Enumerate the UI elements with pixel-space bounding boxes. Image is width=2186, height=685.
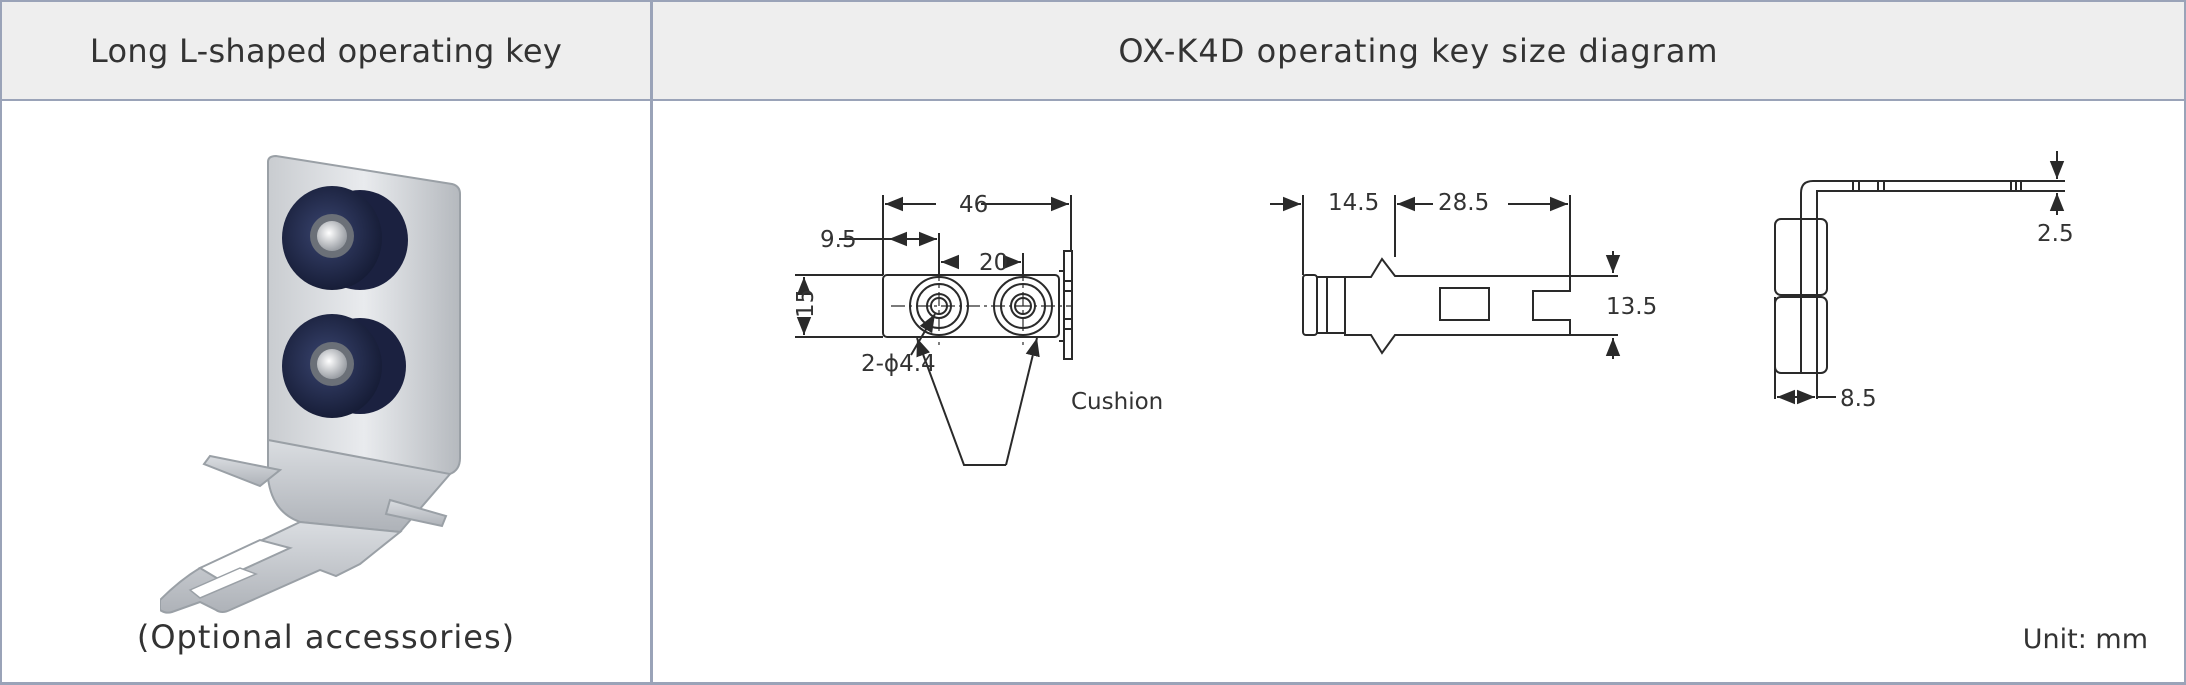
header-diagram-title: OX-K4D operating key size diagram — [653, 2, 2184, 99]
dim-top-28-5: 28.5 — [1438, 190, 1489, 216]
dim-holes: 2-ϕ4.4 — [861, 351, 936, 377]
dim-top-13-5: 13.5 — [1606, 294, 1657, 320]
dim-side-2-5: 2.5 — [2037, 221, 2074, 247]
table-border-bottom — [0, 682, 2186, 685]
top-view — [1270, 195, 1621, 359]
front-view — [795, 195, 1073, 466]
product-caption: (Optional accessories) — [136, 618, 516, 656]
dim-pitch-20: 20 — [979, 250, 1008, 276]
side-view — [1774, 151, 2065, 405]
dim-height-15: 15 — [793, 289, 819, 318]
table-border-top — [0, 0, 2186, 2]
unit-label: Unit: mm — [2022, 624, 2148, 655]
header-divider — [0, 99, 2186, 101]
column-divider — [650, 0, 653, 685]
dim-offset-9-5: 9.5 — [820, 227, 857, 253]
header-product-title: Long L-shaped operating key — [2, 2, 650, 99]
product-image — [160, 154, 461, 614]
dim-width-46: 46 — [959, 192, 988, 218]
cushion-label: Cushion — [1071, 389, 1163, 415]
dim-side-8-5: 8.5 — [1840, 386, 1877, 412]
dim-top-14-5: 14.5 — [1328, 190, 1379, 216]
cushion-lower — [282, 314, 406, 418]
table-border-left — [0, 0, 2, 685]
size-diagram: 46 9.5 20 15 2-ϕ4.4 Cushion 14.5 28.5 13… — [793, 151, 2074, 466]
table-border-right — [2184, 0, 2186, 685]
cushion-upper — [282, 186, 408, 290]
